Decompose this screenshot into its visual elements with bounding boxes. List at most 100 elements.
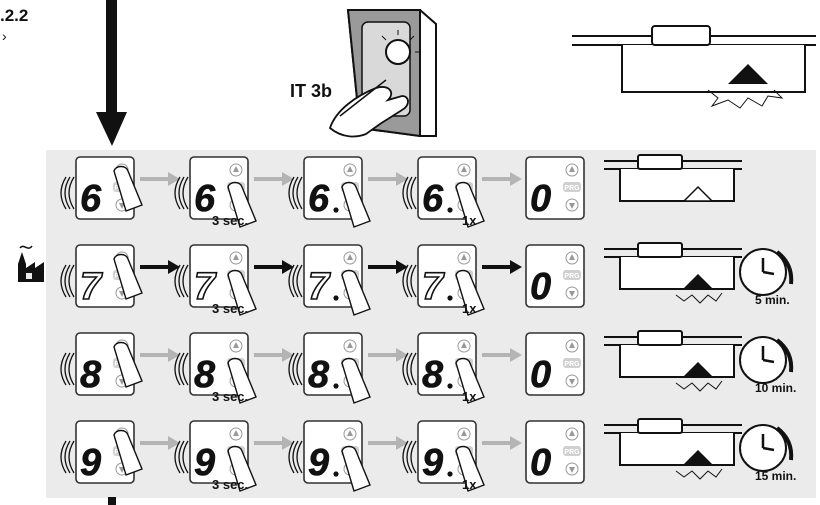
finger-icon xyxy=(341,269,371,316)
finger-icon xyxy=(227,181,257,228)
display-digit: 7 xyxy=(422,266,445,308)
display-digit: 7 xyxy=(308,266,331,308)
clock-hand xyxy=(762,358,775,364)
finger-icon xyxy=(455,181,485,228)
step-row: PRG6PRG63 sec.PRG6PRG61xPRG0 xyxy=(60,154,742,228)
step-arrow-head xyxy=(282,172,294,186)
result-digit: 0 xyxy=(530,178,551,220)
opener-cap xyxy=(637,330,683,346)
display-digit: 6 xyxy=(308,178,330,220)
display-digit: 6 xyxy=(80,178,102,220)
light-rays xyxy=(675,468,723,480)
section-reference: .2.2 xyxy=(0,6,28,25)
vibration-wave xyxy=(174,352,181,386)
vibration-wave xyxy=(68,352,75,386)
arrow-up-icon xyxy=(569,342,575,348)
finger-icon xyxy=(341,181,371,228)
arrow-up-icon xyxy=(233,430,239,436)
opener-housing xyxy=(619,169,735,202)
press-count-label: 1x xyxy=(462,301,477,316)
step-arrow-head xyxy=(282,348,294,362)
display-digit: 7 xyxy=(80,266,103,308)
vibration-wave xyxy=(288,176,295,210)
step-arrow-head xyxy=(168,348,180,362)
step-arrow-head xyxy=(282,260,294,274)
finger-icon xyxy=(227,445,257,492)
vibration-wave xyxy=(296,440,303,474)
vibration-wave xyxy=(402,264,409,298)
vibration-wave xyxy=(60,440,67,474)
finger-icon xyxy=(455,357,485,404)
timer-label: 10 min. xyxy=(755,381,796,395)
vibration-wave xyxy=(178,264,185,298)
lamp-icon xyxy=(682,185,714,202)
finger-icon xyxy=(455,445,485,492)
step-arrow-head xyxy=(168,436,180,450)
display-panel: PRG9 xyxy=(288,420,408,492)
step-arrow-head xyxy=(168,260,180,274)
step-arrow-head xyxy=(396,436,408,450)
vibration-wave xyxy=(292,440,299,474)
display-panel: PRG83 sec. xyxy=(174,332,294,404)
vibration-wave xyxy=(174,264,181,298)
vibration-wave xyxy=(64,352,71,386)
finger-icon xyxy=(455,269,485,316)
hold-duration-label: 3 sec. xyxy=(212,477,248,492)
display-digit: 8 xyxy=(80,354,102,396)
opener-housing xyxy=(619,345,735,378)
press-count-label: 1x xyxy=(462,477,477,492)
finger-icon xyxy=(227,357,257,404)
vibration-wave xyxy=(64,264,71,298)
opener-top xyxy=(572,25,816,109)
vibration-wave xyxy=(68,440,75,474)
arrow-up-icon xyxy=(461,254,467,260)
step-arrow-head xyxy=(510,436,522,450)
opener-cap xyxy=(637,154,683,170)
vibration-wave xyxy=(182,264,189,298)
step-arrow-head xyxy=(510,260,522,274)
display-panel: PRG93 sec. xyxy=(174,420,294,492)
display-panel: PRG81x xyxy=(402,332,522,404)
result-digit: 0 xyxy=(530,354,551,396)
finger-icon xyxy=(113,341,143,388)
vibration-wave xyxy=(406,176,413,210)
vibration-wave xyxy=(68,176,75,210)
arrow-up-icon xyxy=(233,254,239,260)
vibration-wave xyxy=(296,264,303,298)
vibration-wave xyxy=(410,440,417,474)
timer-label: 5 min. xyxy=(755,293,790,307)
vibration-wave xyxy=(292,352,299,386)
decimal-point xyxy=(333,207,339,213)
vibration-wave xyxy=(296,176,303,210)
clock-hand xyxy=(762,270,775,276)
arrow-down-icon xyxy=(569,291,575,297)
light-rays xyxy=(675,380,723,392)
step-arrow-head xyxy=(510,348,522,362)
decimal-point xyxy=(333,295,339,301)
arrow-up-icon xyxy=(347,430,353,436)
prog-button-label: PRG xyxy=(564,361,580,368)
display-panel: PRG7 xyxy=(60,244,180,309)
arrow-up-icon xyxy=(233,166,239,172)
finger-icon xyxy=(113,253,143,300)
clock-arrow xyxy=(775,426,794,461)
arrow-up-icon xyxy=(569,254,575,260)
finger-icon xyxy=(341,445,371,492)
display-panel: PRG 0 xyxy=(525,332,585,396)
device-label: IT 3b xyxy=(290,81,332,101)
vibration-wave xyxy=(402,176,409,210)
step-row: PRG8PRG83 sec.PRG8PRG81xPRG010 min. xyxy=(60,330,796,404)
light-rays xyxy=(675,292,723,304)
display-digit: 8 xyxy=(422,354,444,396)
prog-button xyxy=(563,270,581,280)
result-digit: 0 xyxy=(530,266,551,308)
step-arrow-head xyxy=(282,436,294,450)
timer-label: 15 min. xyxy=(755,469,796,483)
display-digit: 9 xyxy=(308,442,329,484)
opener-state: 5 min. xyxy=(604,242,794,307)
vibration-wave xyxy=(68,264,75,298)
opener-cap xyxy=(637,242,683,258)
finger-icon xyxy=(341,357,371,404)
